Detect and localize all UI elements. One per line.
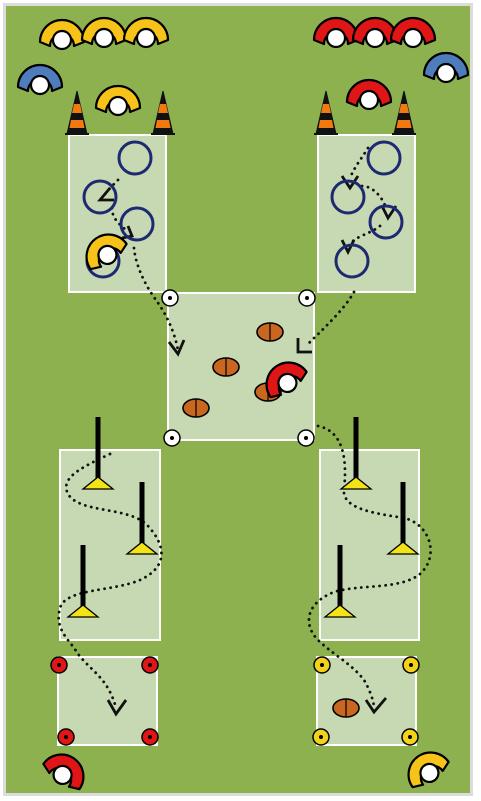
- marker-disc-icon: [164, 430, 180, 446]
- marker-disc-icon: [314, 657, 330, 673]
- marker-disc-icon: [142, 657, 158, 673]
- rugby-ball-icon: [333, 699, 359, 717]
- marker-disc-icon: [51, 657, 67, 673]
- marker-disc-icon: [298, 430, 314, 446]
- marker-disc-icon: [142, 729, 158, 745]
- rugby-ball-icon: [213, 358, 239, 376]
- marker-disc-icon: [299, 290, 315, 306]
- rugby-ball-icon: [257, 323, 283, 341]
- marker-disc-icon: [162, 290, 178, 306]
- marker-disc-icon: [313, 729, 329, 745]
- marker-disc-icon: [403, 657, 419, 673]
- marker-disc-icon: [58, 729, 74, 745]
- rugby-ball-icon: [183, 399, 209, 417]
- marker-disc-icon: [402, 729, 418, 745]
